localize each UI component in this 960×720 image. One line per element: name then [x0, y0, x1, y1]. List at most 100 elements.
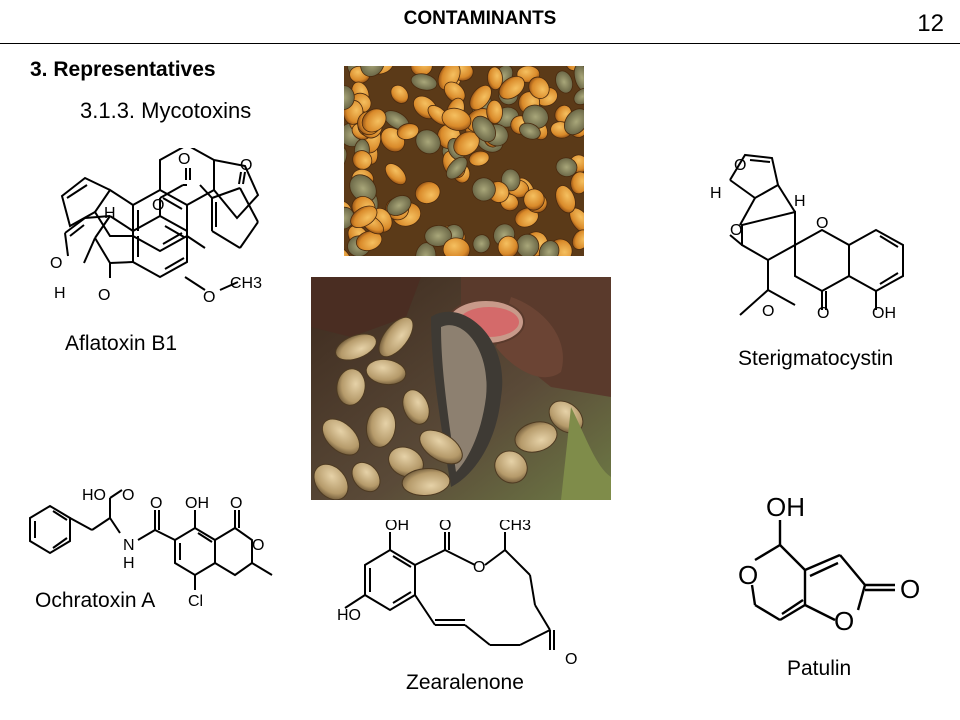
aflatoxin-b1-structure	[60, 148, 260, 253]
zearalenone-atom: OH	[385, 520, 409, 534]
corn-kernel	[344, 206, 355, 230]
corn-kernel	[390, 84, 409, 104]
corn-kernel	[350, 205, 378, 229]
sterigmatocystin-atom: O	[730, 222, 742, 239]
aflatoxin-atom: O	[203, 289, 215, 306]
aflatoxin-atom: O	[240, 157, 252, 174]
corn-kernel	[410, 73, 438, 91]
corn-kernel	[555, 70, 574, 94]
aflatoxin-atom: H	[104, 205, 116, 222]
sterigmatocystin-atom: O	[817, 305, 829, 322]
corn-kernel	[415, 129, 441, 155]
corn-kernel	[538, 240, 560, 256]
zearalenone-structure	[344, 532, 555, 650]
peanut-pod	[419, 429, 463, 465]
ochratoxin-atom: HO	[82, 487, 106, 504]
corn-kernel	[344, 245, 352, 256]
corn-kernel	[523, 188, 545, 211]
corn-kernel	[361, 108, 387, 133]
corn-kernel	[528, 76, 550, 99]
sterigmatocystin-atom: O	[734, 157, 746, 174]
ochratoxin-atom: O	[150, 495, 162, 512]
corn-kernel	[514, 207, 539, 228]
corn-kernel	[443, 81, 466, 103]
corn-kernel	[352, 150, 373, 170]
corn-kernel	[573, 66, 584, 92]
corn-kernel	[386, 195, 412, 216]
corn-kernel	[446, 156, 468, 180]
corn-kernel	[344, 85, 355, 110]
ochratoxin-a-structure	[29, 489, 273, 590]
ochratoxin-atom: OH	[185, 495, 209, 512]
subsection-title: 3.1.3. Mycotoxins	[80, 98, 252, 123]
corn-kernel	[384, 163, 407, 186]
ochratoxin-atom: N	[123, 537, 135, 554]
sterigmatocystin-atom: H	[710, 185, 722, 202]
peanut-pod	[335, 333, 377, 361]
peanut-pod	[321, 418, 361, 456]
patulin-atom: OH	[766, 492, 805, 522]
ochratoxin-a-label: Ochratoxin A	[35, 589, 156, 612]
zearalenone-atom: HO	[337, 607, 361, 624]
corn-kernel	[349, 174, 377, 203]
sterigmatocystin-label: Sterigmatocystin	[738, 347, 894, 370]
patulin-label: Patulin	[787, 657, 852, 680]
patulin-structure	[750, 520, 895, 622]
corn-kernel	[424, 224, 452, 247]
zearalenone-atom: CH3	[499, 520, 531, 534]
zearalenone-atom: O	[439, 520, 451, 534]
moldy-corn-photo	[344, 66, 584, 256]
corn-kernel	[519, 122, 541, 140]
corn-kernel	[555, 185, 576, 214]
aflatoxin-atom: H	[54, 285, 66, 302]
sterigmatocystin-structure	[729, 153, 904, 316]
ochratoxin-atom: Cl	[188, 593, 203, 610]
corn-kernel	[571, 229, 584, 250]
peanut-pod	[401, 468, 451, 496]
peanut-pod	[365, 358, 407, 386]
corn-kernel	[469, 84, 492, 111]
corn-kernel	[563, 108, 584, 136]
corn-kernel	[472, 234, 491, 254]
peanut-pod	[378, 316, 414, 358]
corn-kernel	[573, 87, 584, 106]
corn-kernel	[344, 146, 348, 171]
peanut-pod	[365, 406, 397, 448]
corn-kernel	[360, 66, 385, 77]
aflatoxin-atom: O	[152, 197, 164, 214]
corn-kernel	[355, 230, 383, 252]
ochratoxin-atom: O	[122, 487, 134, 504]
corn-kernel	[486, 99, 503, 124]
patulin-atom: O	[900, 574, 920, 604]
peanut-pod	[351, 461, 381, 493]
header-title: CONTAMINANTS	[403, 8, 557, 29]
peanut-pod	[313, 463, 349, 500]
zearalenone-atom: O	[565, 651, 577, 668]
aflatoxin-atom: O	[178, 151, 190, 168]
corn-kernel	[396, 123, 420, 140]
peanut-pod	[402, 389, 430, 425]
aflatoxin-atom: O	[98, 287, 110, 304]
peanut-pod	[336, 368, 366, 406]
corn-kernel	[497, 235, 519, 256]
patulin-atom: O	[738, 560, 758, 590]
ochratoxin-atom: O	[230, 495, 242, 512]
corn-kernel	[414, 181, 441, 204]
sterigmatocystin-atom: H	[794, 193, 806, 210]
peanut-pod	[514, 421, 558, 453]
section-title: 3. Representatives	[30, 58, 216, 81]
corn-kernel	[442, 237, 471, 256]
corn-kernel	[555, 157, 578, 178]
header-divider	[0, 43, 960, 44]
zearalenone-label: Zearalenone	[406, 671, 524, 694]
moldy-peanuts-photo	[311, 277, 611, 500]
page-number: 12	[917, 10, 944, 37]
patulin-atom: O	[834, 606, 854, 636]
corn-kernel	[570, 171, 584, 195]
corn-kernel	[471, 177, 496, 202]
ochratoxin-atom: H	[123, 555, 135, 572]
aflatoxin-b1-label: Aflatoxin B1	[65, 332, 178, 355]
peanut-pod	[494, 450, 528, 484]
aflatoxin-atom: O	[50, 255, 62, 272]
corn-kernel	[498, 75, 525, 100]
